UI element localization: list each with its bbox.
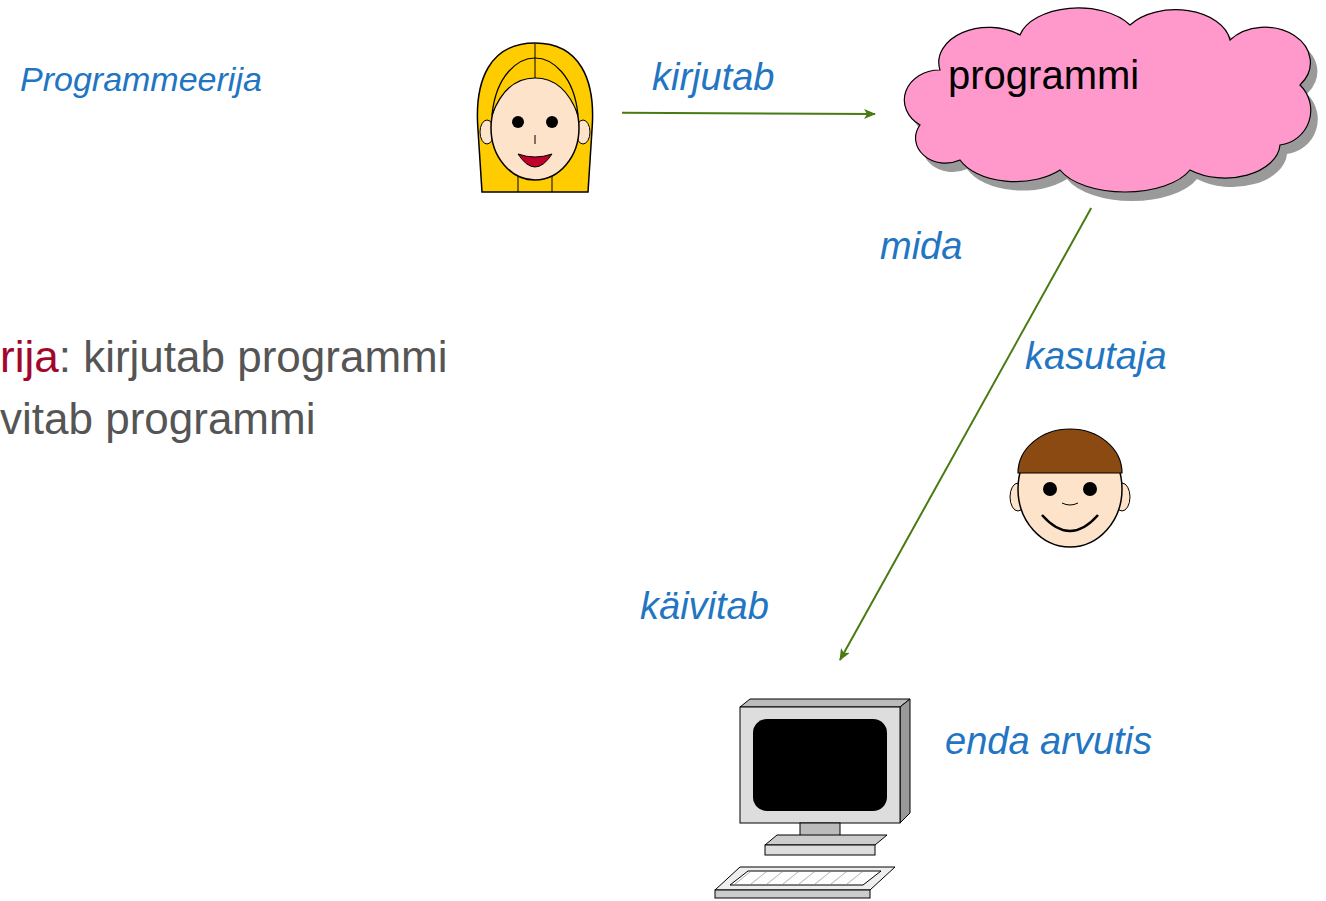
cropped-definition: vitab programmi [0,394,315,445]
cropped-definition: : kirjutab programmi [59,332,448,383]
node-label: kasutaja [1025,335,1167,379]
computer: enda arvutis [705,695,1245,901]
edge-label: käivitab [640,585,769,629]
user-figure: kasutaja [995,335,1195,550]
boy-drawing [1000,415,1140,550]
connector-arrow [622,113,875,114]
node-label: Programmeerija [20,60,262,99]
node-label: programmi [948,52,1139,98]
node-label: enda arvutis [945,720,1152,764]
edge-label: kirjutab [652,56,775,100]
edge-annotation: mida [880,225,962,269]
girl-drawing [470,40,600,195]
cropped-term: rija [0,332,59,383]
program-cloud: programmi [880,0,1320,190]
pc-drawing [705,695,915,901]
programmer-figure: Programmeerija [20,40,598,195]
